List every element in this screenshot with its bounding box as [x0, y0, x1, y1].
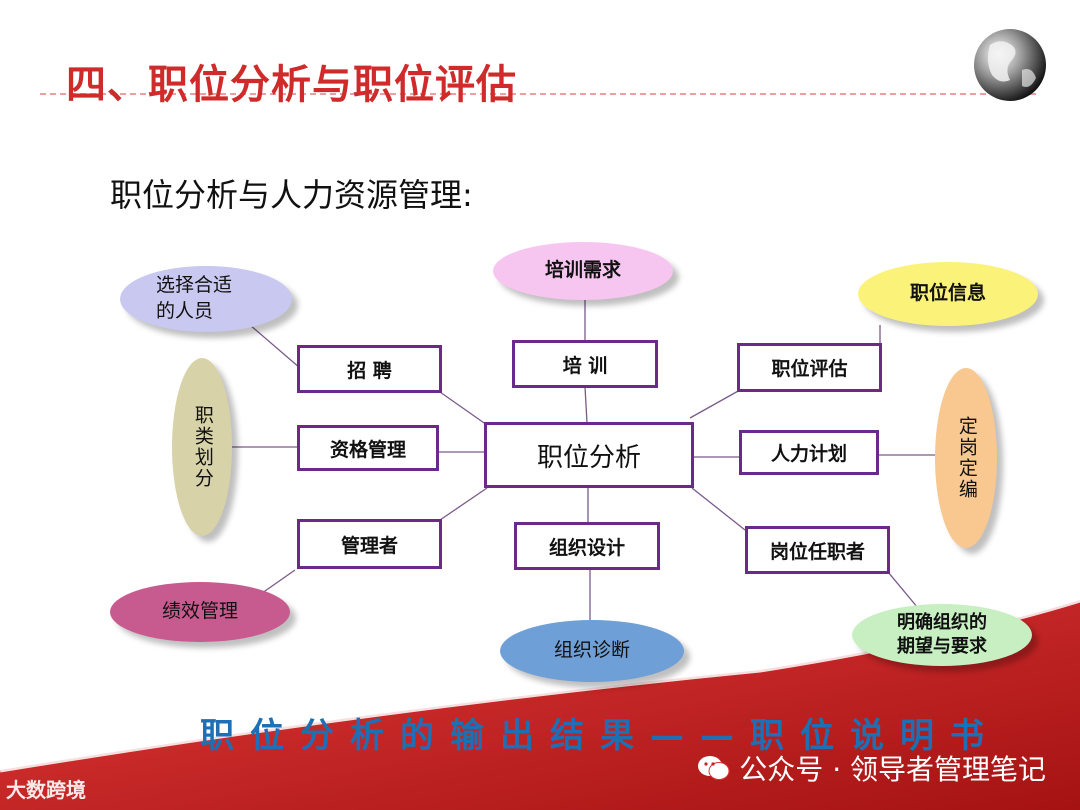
ellipse-select-person: 选择合适 的人员 — [120, 266, 292, 332]
box-qualification-management: 资格管理 — [297, 425, 439, 471]
box-job-analysis-center: 职位分析 — [484, 422, 694, 488]
brand-logo-text: 大数跨境 — [6, 778, 86, 802]
box-job-evaluation: 职位评估 — [737, 343, 882, 392]
box-training: 培 训 — [512, 340, 658, 388]
box-org-design: 组织设计 — [514, 522, 660, 570]
ellipse-training-needs: 培训需求 — [493, 242, 673, 300]
watermark: 公众号 · 领导者管理笔记 — [697, 748, 1046, 788]
ellipse-job-info: 职位信息 — [858, 262, 1038, 326]
box-incumbent: 岗位任职者 — [745, 526, 890, 574]
page-title: 四、职位分析与职位评估 — [66, 52, 517, 110]
section-subtitle: 职位分析与人力资源管理: — [110, 170, 473, 216]
box-recruit: 招 聘 — [297, 345, 442, 393]
wechat-icon — [697, 754, 731, 782]
ellipse-performance-management: 绩效管理 — [110, 582, 290, 642]
brand-logo: 大数跨境 — [6, 774, 86, 803]
box-hr-planning: 人力计划 — [739, 430, 879, 475]
ellipse-org-diagnosis: 组织诊断 — [500, 620, 684, 682]
globe-icon — [974, 29, 1046, 101]
ellipse-expectations: 明确组织的 期望与要求 — [852, 604, 1032, 666]
watermark-text: 公众号 · 领导者管理笔记 — [739, 748, 1046, 788]
ellipse-staffing: 定岗定编 — [935, 368, 997, 548]
box-manager: 管理者 — [297, 519, 442, 569]
ellipse-job-classification: 职类划分 — [172, 358, 232, 536]
